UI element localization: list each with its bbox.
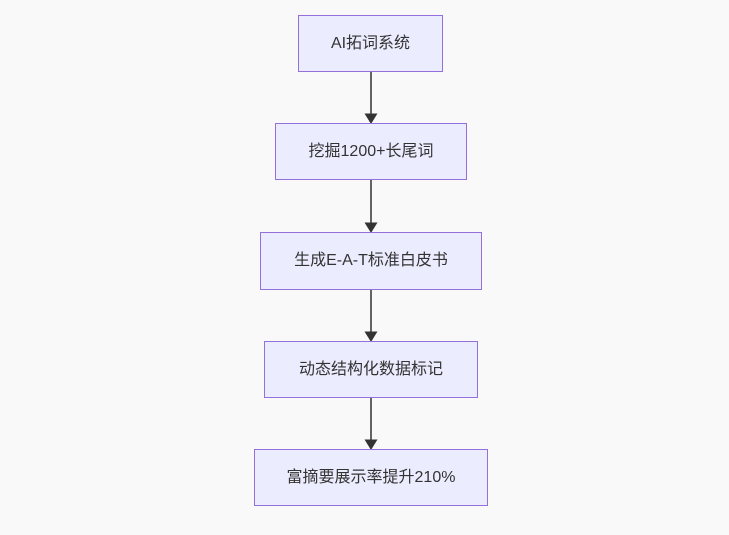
flowchart-node-label: 动态结构化数据标记 — [298, 360, 443, 378]
arrow-step4-to-step5 — [364, 398, 378, 450]
flowchart-node-step-3[interactable]: 生成E-A-T标准白皮书 — [260, 232, 482, 290]
flowchart-node-step-4[interactable]: 动态结构化数据标记 — [264, 341, 478, 398]
flowchart-node-label: 挖掘1200+长尾词 — [308, 142, 434, 160]
flowchart-node-step-5[interactable]: 富摘要展示率提升210% — [254, 449, 488, 506]
flowchart-node-label: 富摘要展示率提升210% — [286, 468, 456, 486]
flowchart-node-label: 生成E-A-T标准白皮书 — [294, 252, 448, 269]
arrow-step3-to-step4 — [364, 290, 378, 342]
flowchart-node-label: AI拓词系统 — [330, 34, 411, 52]
flowchart-node-step-1[interactable]: AI拓词系统 — [298, 15, 443, 72]
flowchart-node-step-2[interactable]: 挖掘1200+长尾词 — [275, 123, 467, 180]
arrow-step1-to-step2 — [364, 72, 378, 124]
arrow-step2-to-step3 — [364, 180, 378, 233]
